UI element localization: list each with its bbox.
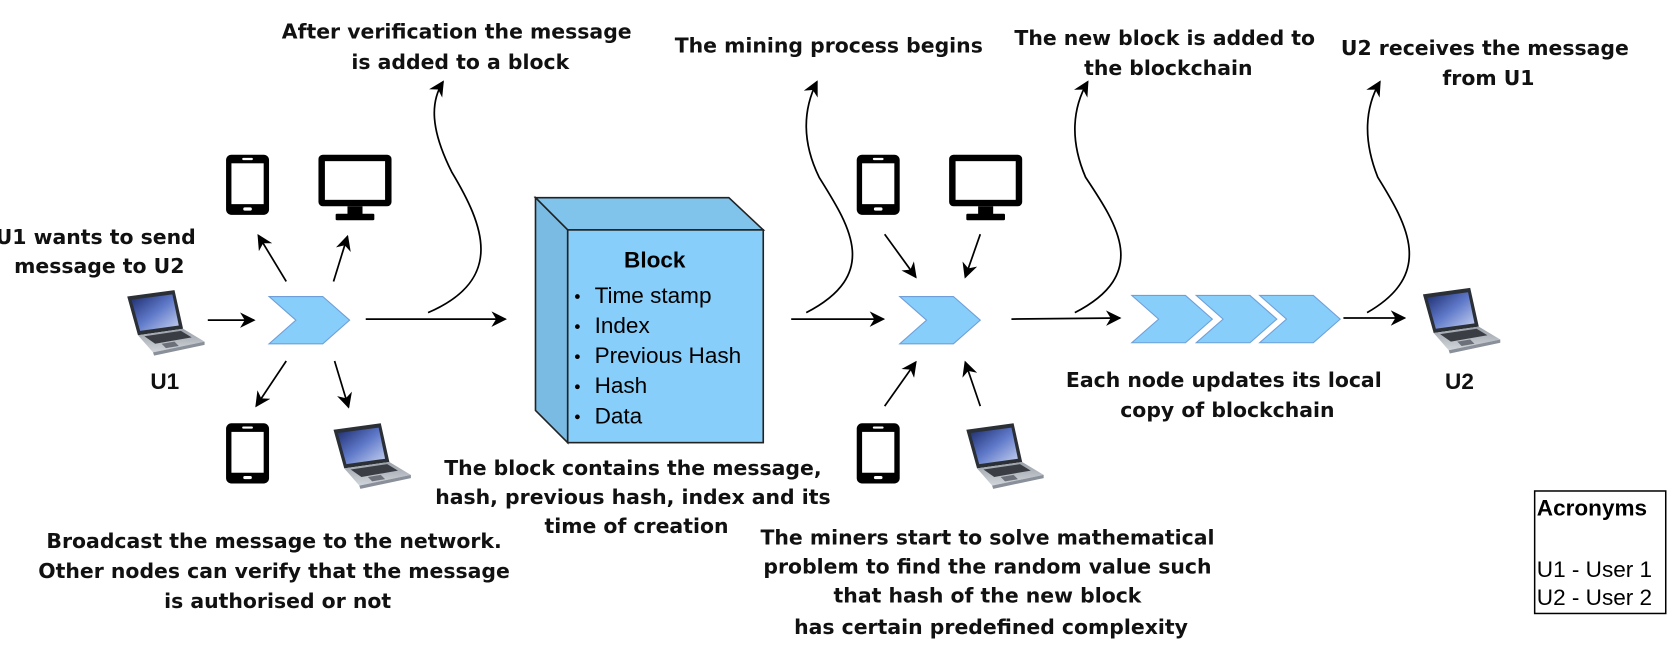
curve-u2-receives [1366, 80, 1411, 314]
mining-chevron [898, 295, 982, 345]
broadcast-chevron [267, 295, 351, 345]
block-title: Block [624, 248, 686, 273]
arrow-from-phone-bottom [883, 360, 917, 407]
block-field: Previous Hash [595, 343, 742, 368]
caption-block-contains: The block contains the message, hash, pr… [435, 456, 838, 538]
acronyms-legend: Acronyms U1 - User 1 U2 - User 2 [1533, 490, 1667, 615]
smartphone-icon [856, 423, 900, 484]
monitor-icon [318, 154, 392, 221]
arrow-to-phone [257, 233, 287, 282]
arrow-to-blockchain [1011, 310, 1122, 326]
caption-miners-solve: The miners start to solve mathematical p… [760, 526, 1221, 639]
block-field: Time stamp [595, 283, 712, 308]
caption-after-verification: After verification the message is added … [282, 20, 639, 74]
u1-laptop-icon [127, 290, 205, 356]
blockchain-block [1194, 294, 1278, 344]
caption-broadcast: Broadcast the message to the network. Ot… [38, 529, 517, 613]
u2-label: U2 [1445, 369, 1474, 394]
laptop-icon [333, 423, 411, 489]
arrow-to-phone-bottom [255, 360, 287, 408]
block-cube [533, 195, 766, 445]
blockchain-block [1130, 294, 1214, 344]
monitor-icon [949, 154, 1023, 221]
arrow-to-laptop-bottom [333, 360, 352, 409]
u2-laptop-icon [1422, 287, 1501, 354]
smartphone-icon [226, 423, 270, 484]
block-field: Index [595, 313, 651, 338]
arrow-from-monitor [962, 233, 982, 279]
blockchain-block [1258, 294, 1342, 344]
smartphone-icon [226, 154, 270, 215]
caption-new-block-added: The new block is added to the blockchain [1014, 26, 1322, 80]
arrow-to-monitor [332, 234, 351, 282]
arrow-from-laptop-bottom [962, 360, 982, 407]
caption-u2-receives: U2 receives the message from U1 [1341, 36, 1636, 90]
laptop-icon [966, 423, 1044, 489]
acronym-item: U2 - User 2 [1537, 585, 1652, 610]
smartphone-icon [856, 154, 900, 215]
curve-new-block-added [1074, 80, 1122, 314]
caption-nodes-update: Each node updates its local copy of bloc… [1066, 368, 1389, 422]
block-field: Hash [595, 373, 648, 398]
arrow-from-phone [883, 233, 917, 279]
block-fields: Time stamp Index Previous Hash Hash Data [575, 283, 741, 428]
caption-mining-begins: The mining process begins [675, 34, 983, 58]
acronym-item: U1 - User 1 [1537, 557, 1652, 582]
acronyms-title: Acronyms [1537, 496, 1647, 521]
blockchain-chevrons [1130, 294, 1342, 344]
curve-mining-begins [803, 80, 854, 314]
curve-after-verification [427, 80, 482, 314]
caption-u1-sends: U1 wants to send message to U2 [0, 225, 203, 278]
block-field: Data [595, 403, 643, 428]
u1-label: U1 [150, 369, 179, 394]
